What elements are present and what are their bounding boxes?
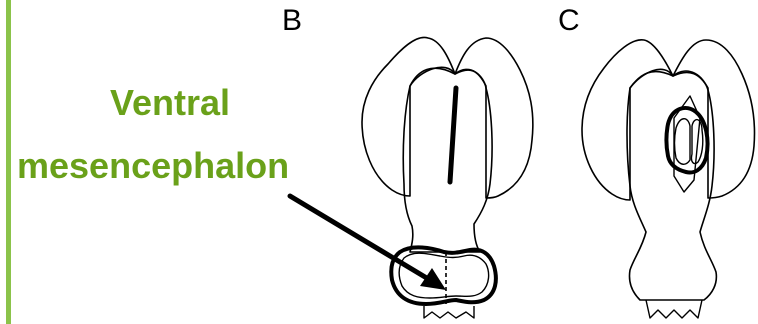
panel-b-right-hemisphere (455, 38, 533, 198)
panel-b-brain (362, 37, 533, 318)
panel-c-central-body (627, 69, 716, 300)
panel-b-incision-line (450, 88, 456, 182)
panel-b-bottom-stub (424, 306, 474, 318)
region-label-line2: mesencephalon (17, 148, 289, 184)
panel-c-brain (582, 40, 755, 318)
panel-c-bottom-stub (646, 300, 702, 318)
panel-c-inner-left-lobe (675, 119, 691, 165)
region-label-line1: Ventral (110, 85, 230, 121)
pointer-arrow (290, 196, 446, 290)
panel-b-left-hemisphere (362, 37, 455, 196)
panel-label-b: B (282, 6, 302, 36)
panel-b-central-body (403, 67, 492, 252)
panel-b-midbrain-inner-ring (399, 253, 488, 298)
panel-label-c: C (558, 6, 580, 36)
